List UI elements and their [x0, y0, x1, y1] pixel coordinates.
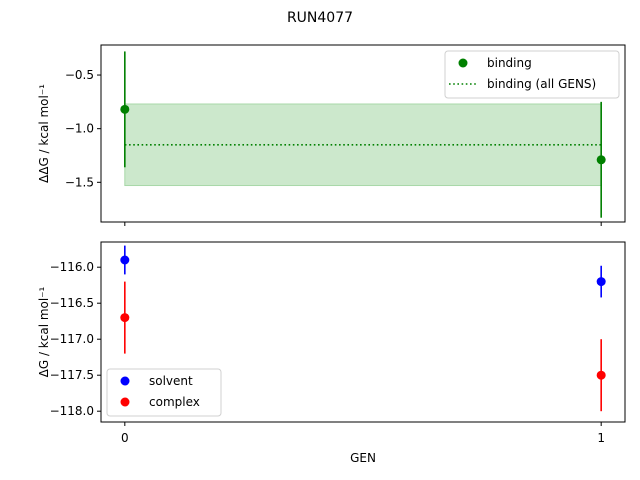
y-tick-label: −0.5: [65, 68, 94, 82]
x-tick-label: 1: [597, 431, 605, 445]
y-tick-label: −117.0: [50, 332, 94, 346]
y-axis-label: ΔG / kcal mol⁻¹: [37, 286, 51, 377]
y-axis-label: ΔΔG / kcal mol⁻¹: [37, 84, 51, 183]
legend-label: binding: [487, 56, 532, 70]
legend-box: [444, 50, 620, 99]
axes-frame: [100, 241, 626, 423]
legend-label: solvent: [149, 374, 193, 388]
uncertainty-band: [124, 103, 602, 187]
data-point: [120, 313, 130, 323]
data-point: [596, 370, 606, 380]
legend-marker: [120, 376, 130, 386]
data-point: [596, 277, 606, 287]
legend-label: complex: [149, 395, 200, 409]
y-tick-label: −117.5: [50, 368, 94, 382]
legend-box: [106, 368, 222, 417]
y-tick-label: −118.0: [50, 404, 94, 418]
y-tick-label: −1.5: [65, 175, 94, 189]
axes-frame: [100, 44, 626, 223]
x-axis-label: GEN: [350, 451, 376, 465]
y-tick-label: −116.5: [50, 296, 94, 310]
data-point: [596, 155, 606, 165]
y-tick-label: −116.0: [50, 260, 94, 274]
legend-marker: [120, 397, 130, 407]
data-point: [120, 104, 130, 114]
data-point: [120, 255, 130, 265]
bottom-panel: −116.0 −116.5 −117.0 −117.5 −118.0 0 1 ΔG / kca…: [37, 241, 626, 445]
x-tick-label: 0: [121, 431, 129, 445]
top-panel: −0.5 −1.0 −1.5 ΔΔG / kcal mol⁻¹ binding bindi…: [37, 44, 626, 226]
figure-title: RUN4077: [287, 10, 353, 26]
y-tick-label: −1.0: [65, 122, 94, 136]
legend-label: binding (all GENS): [487, 77, 596, 91]
legend-marker: [458, 58, 468, 68]
